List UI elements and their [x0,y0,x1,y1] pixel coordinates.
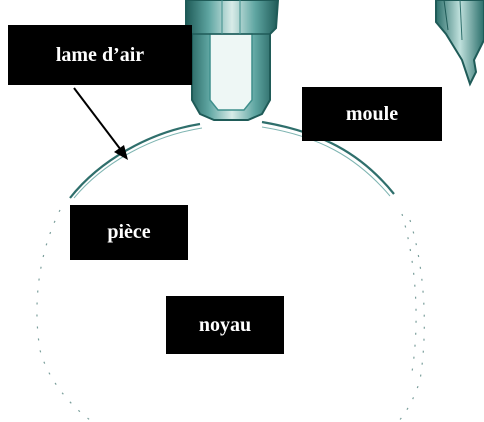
label-part: pièce [70,205,188,260]
air-gap-arrow [73,87,128,160]
part-outline [36,209,425,422]
label-air-gap: lame d’air [8,25,192,85]
label-core: noyau [166,296,284,354]
injection-nozzle [185,0,280,121]
secondary-nozzle [435,0,484,87]
label-mold: moule [302,87,442,141]
mold-outline [69,120,395,199]
